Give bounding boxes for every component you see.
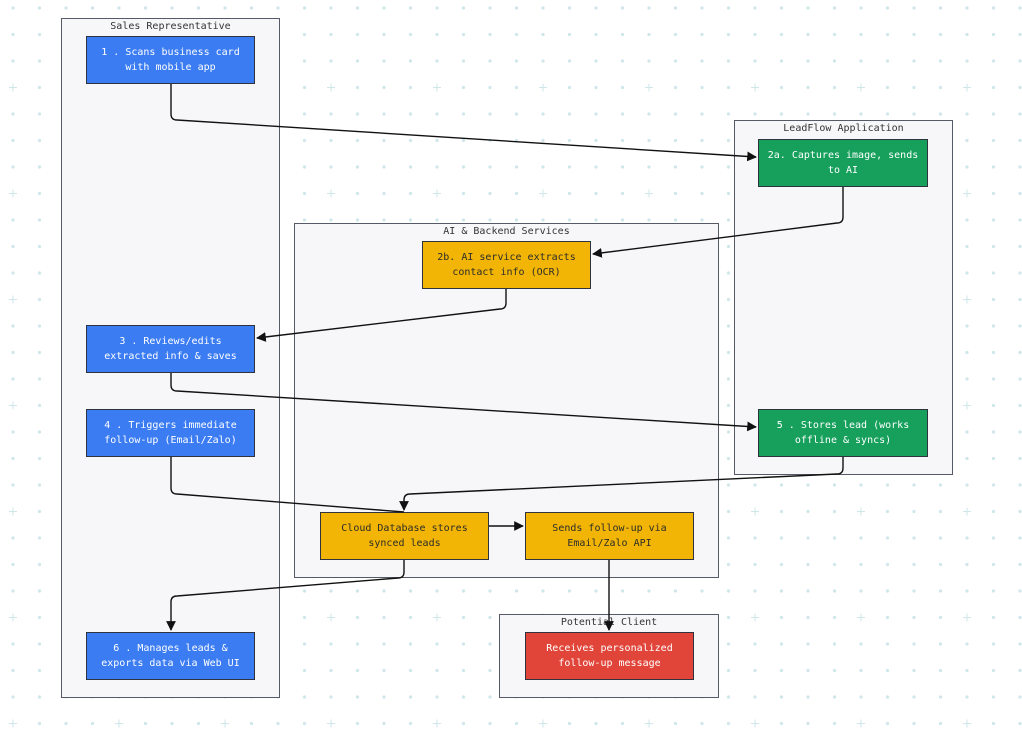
step-5-label: 5 . Stores lead (works offline & syncs)	[776, 420, 910, 446]
receive-message-label: Receives personalized follow-up message	[546, 643, 673, 669]
step-2b-ai-ocr: 2b. AI service extracts contact info (OC…	[422, 241, 591, 289]
step-4-trigger-follow-up: 4 . Triggers immediate follow-up (Email/…	[86, 409, 255, 457]
step-3-review-edit: 3 . Reviews/edits extracted info & saves	[86, 325, 255, 373]
step-6-manage-leads: 6 . Manages leads & exports data via Web…	[86, 632, 255, 680]
step-2a-capture-image: 2a. Captures image, sends to AI	[758, 139, 928, 187]
step-1-label: 1 . Scans business card with mobile app	[101, 47, 240, 73]
step-4-label: 4 . Triggers immediate follow-up (Email/…	[104, 420, 237, 446]
cloud-database-label: Cloud Database stores synced leads	[341, 523, 468, 549]
lane-title-potential-client: Potential Client	[560, 617, 658, 628]
step-2b-label: 2b. AI service extracts contact info (OC…	[437, 252, 576, 278]
cloud-database-node: Cloud Database stores synced leads	[320, 512, 489, 560]
step-2a-label: 2a. Captures image, sends to AI	[767, 150, 919, 176]
lane-title-ai-backend-services: AI & Backend Services	[443, 226, 570, 237]
lane-title-sales-representative: Sales Representative	[110, 21, 231, 32]
receive-message-node: Receives personalized follow-up message	[525, 632, 694, 680]
step-6-label: 6 . Manages leads & exports data via Web…	[101, 643, 240, 669]
step-3-label: 3 . Reviews/edits extracted info & saves	[104, 336, 237, 362]
step-5-store-lead: 5 . Stores lead (works offline & syncs)	[758, 409, 928, 457]
send-follow-up-node: Sends follow-up via Email/Zalo API	[525, 512, 694, 560]
step-1-scan-card: 1 . Scans business card with mobile app	[86, 36, 255, 84]
lane-title-leadflow-application: LeadFlow Application	[783, 123, 904, 134]
send-follow-up-label: Sends follow-up via Email/Zalo API	[552, 523, 667, 549]
